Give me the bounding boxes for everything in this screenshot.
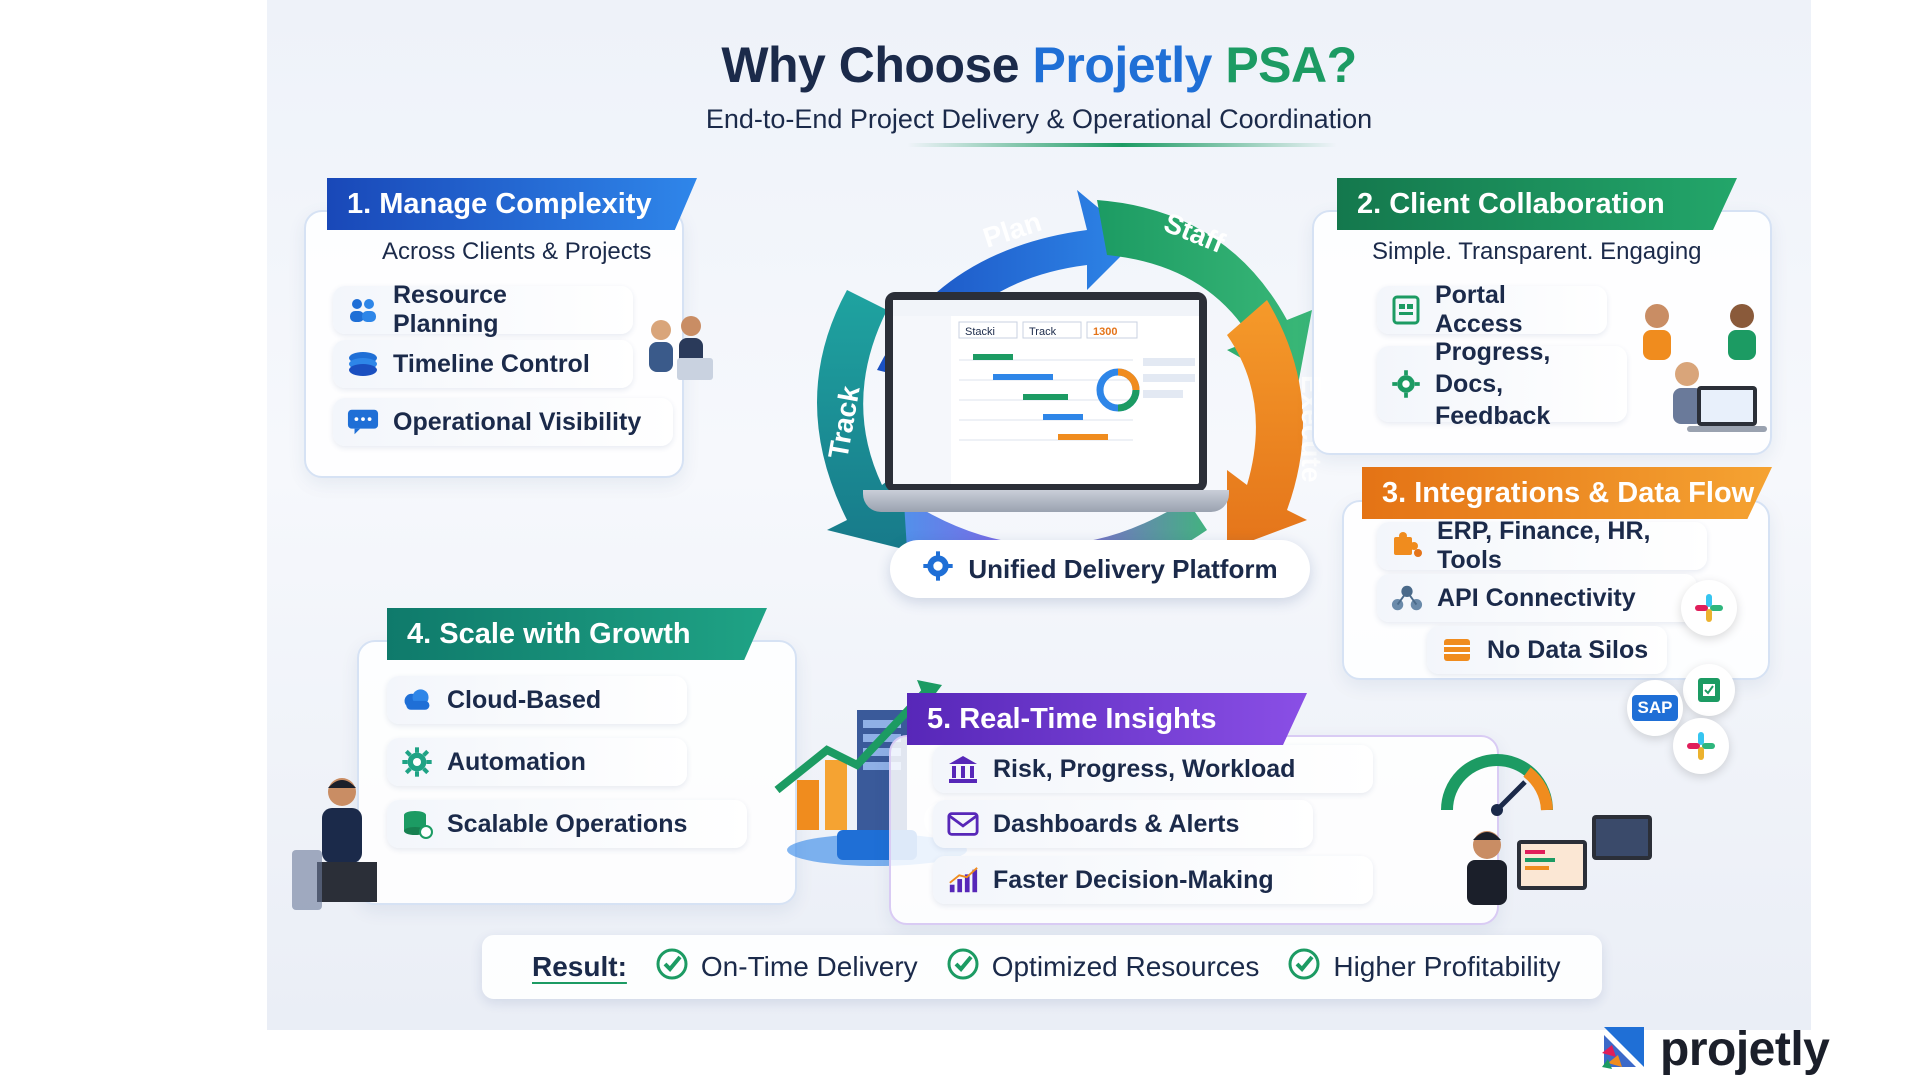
arc-execute <box>1227 300 1307 550</box>
check-circle-icon <box>655 947 689 988</box>
screen-tab-3: 1300 <box>1093 326 1117 338</box>
screen-tab-1: Stacki <box>965 326 995 338</box>
infographic: Why Choose Projetly PSA? End-to-End Proj… <box>267 0 1811 1030</box>
scale-item-automation: Automation <box>387 738 687 786</box>
spreadsheet-icon <box>1683 664 1735 716</box>
team-illustration <box>649 316 713 380</box>
result-item-optimized: Optimized Resources <box>946 947 1259 988</box>
section-client-subtitle: Simple. Transparent. Engaging <box>1372 238 1702 265</box>
gear-icon <box>1391 368 1421 400</box>
person-at-desk-illustration <box>292 778 377 910</box>
main-title: Why Choose Projetly PSA? <box>267 36 1811 94</box>
title-brand: Projetly <box>1032 37 1213 93</box>
integrations-item-no-silos: No Data Silos <box>1427 626 1667 674</box>
result-label: Result: <box>532 951 627 982</box>
gear-icon <box>922 550 954 589</box>
network-icon <box>1391 582 1423 614</box>
result-item-on-time: On-Time Delivery <box>655 947 918 988</box>
laptop-screen: Stacki Track 1300 <box>885 292 1207 492</box>
check-circle-icon <box>946 947 980 988</box>
section-scale-title: 4. Scale with Growth <box>387 608 767 660</box>
client-item-portal-access: Portal Access <box>1377 281 1607 338</box>
arc-track <box>817 290 907 550</box>
section-integrations-title: 3. Integrations & Data Flow <box>1362 467 1772 519</box>
title-prefix: Why Choose <box>721 37 1020 93</box>
subtitle: End-to-End Project Delivery & Operationa… <box>705 104 1373 134</box>
sap-icon: SAP <box>1627 680 1683 736</box>
chat-bubble-icon <box>347 406 379 438</box>
subtitle-underline <box>907 143 1337 147</box>
gear-icon <box>401 746 433 778</box>
section-client-title: 2. Client Collaboration <box>1337 178 1737 230</box>
dashboard-preview: Stacki Track 1300 <box>893 300 1199 484</box>
database-icon <box>401 808 433 840</box>
manage-item-operational-visibility: Operational Visibility <box>333 398 673 446</box>
gauge-illustration <box>1441 754 1652 905</box>
sap-badge-label: SAP <box>1631 695 1679 721</box>
client-illustration <box>1643 304 1767 432</box>
scale-item-operations: Scalable Operations <box>387 800 747 848</box>
integrations-item-api: API Connectivity <box>1377 574 1697 622</box>
projetly-logo-icon <box>1600 1023 1648 1076</box>
document-icon <box>1391 294 1421 326</box>
section-manage-title: 1. Manage Complexity <box>327 178 697 230</box>
slack-icon-secondary <box>1673 718 1729 774</box>
unified-platform-badge: Unified Delivery Platform <box>890 540 1310 598</box>
bar-chart-icon <box>947 864 979 896</box>
manage-item-timeline-control: Timeline Control <box>333 340 633 388</box>
client-item-progress: Progress, Docs, Feedback <box>1377 338 1627 430</box>
result-item-profitability: Higher Profitability <box>1287 947 1561 988</box>
title-brand-accent: PSA? <box>1225 37 1357 93</box>
insights-item-risk: Risk, Progress, Workload <box>933 745 1373 793</box>
section-manage-subtitle: Across Clients & Projects <box>382 238 652 265</box>
section-insights-title: 5. Real-Time Insights <box>907 693 1307 745</box>
puzzle-icon <box>1391 530 1423 562</box>
bank-icon <box>947 753 979 785</box>
cloud-icon <box>401 684 433 716</box>
insights-item-decision: Faster Decision-Making <box>933 856 1373 904</box>
unified-platform-label: Unified Delivery Platform <box>968 553 1278 584</box>
database-icon <box>1441 634 1473 666</box>
mail-icon <box>947 808 979 840</box>
screen-tab-2: Track <box>1029 326 1057 338</box>
manage-item-resource-planning: Resource Planning <box>333 281 633 338</box>
slack-icon <box>1681 580 1737 636</box>
scale-item-cloud: Cloud-Based <box>387 676 687 724</box>
laptop-base <box>863 490 1229 512</box>
team-icon <box>347 294 379 326</box>
projetly-logo-text: projetly <box>1660 1023 1830 1076</box>
insights-item-dashboards: Dashboards & Alerts <box>933 800 1313 848</box>
layers-icon <box>347 348 379 380</box>
integrations-item-erp: ERP, Finance, HR, Tools <box>1377 517 1707 574</box>
check-circle-icon <box>1287 947 1321 988</box>
projetly-logo[interactable]: projetly <box>1600 1022 1830 1077</box>
result-bar: Result: On-Time Delivery Optimized Resou… <box>482 935 1602 999</box>
